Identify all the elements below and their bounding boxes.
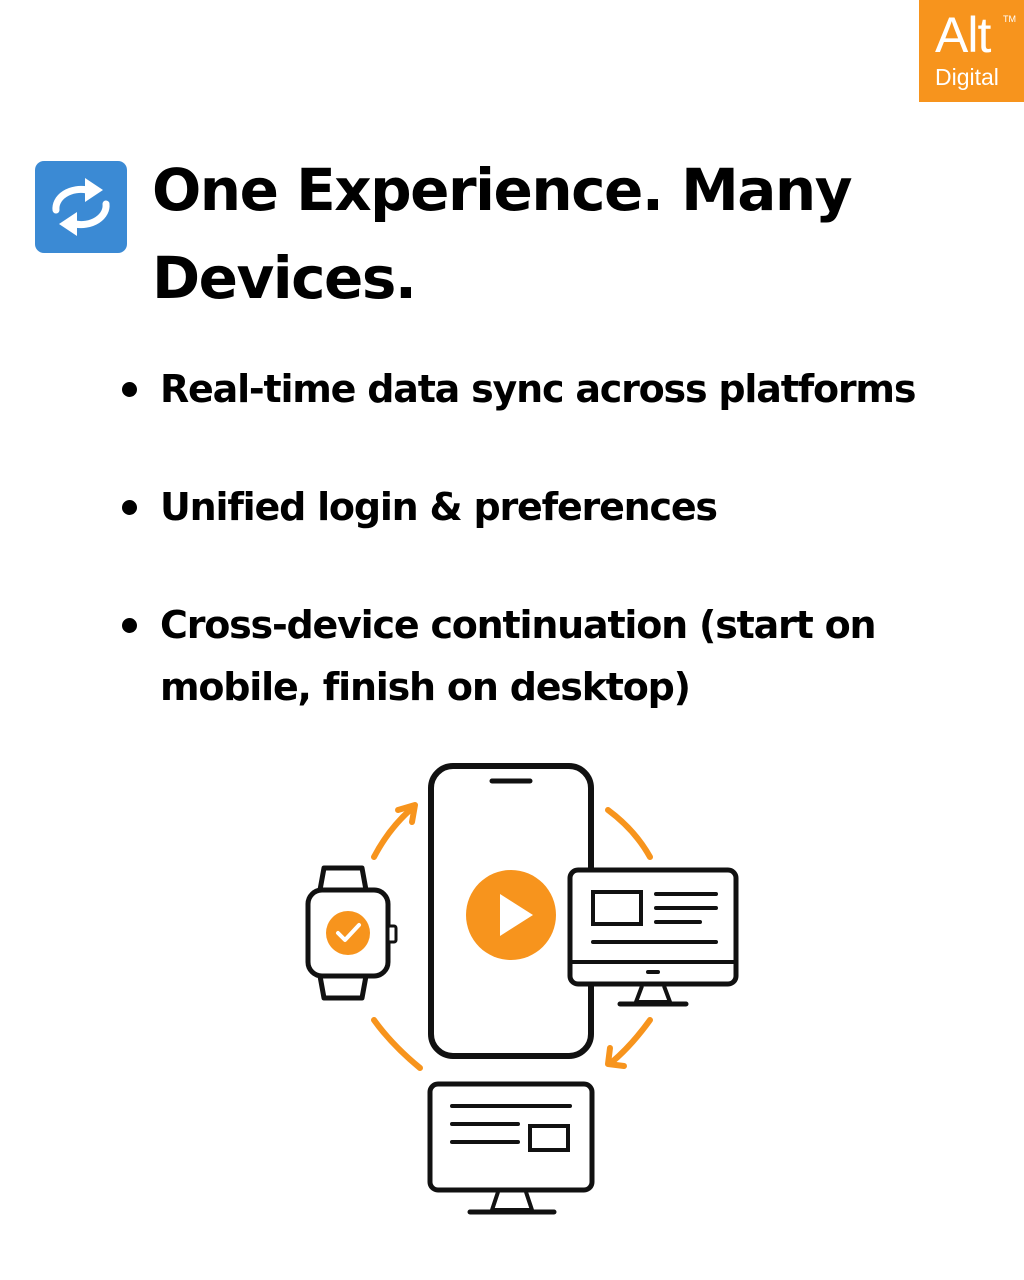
brand-logo: Alt TM Digital <box>919 0 1024 102</box>
list-item: Cross-device continuation (start on mobi… <box>0 594 1024 718</box>
list-item: Real-time data sync across platforms <box>0 358 1024 420</box>
page-title: One Experience. Many Devices. <box>152 156 853 312</box>
bullet-dot <box>122 500 137 515</box>
list-item: Unified login & preferences <box>0 476 1024 538</box>
desktop-monitor-icon <box>427 1081 595 1215</box>
circular-arrows-icon <box>371 807 653 1071</box>
arrow-head <box>395 802 627 1069</box>
brand-trademark: TM <box>1003 14 1016 24</box>
list-item-text: Cross-device continuation (start on mobi… <box>160 603 877 709</box>
brand-name-sub: Digital <box>935 64 999 90</box>
smartwatch-check-icon <box>305 865 398 1001</box>
list-item-text: Unified login & preferences <box>160 485 718 529</box>
bullet-dot <box>122 382 137 397</box>
desktop-monitor-icon <box>567 867 739 1007</box>
feature-list: Real-time data sync across platforms Uni… <box>0 358 1024 774</box>
devices-illustration <box>305 763 739 1215</box>
smartphone-play-icon <box>428 763 594 1059</box>
sync-arrows-icon <box>35 161 127 253</box>
brand-name-main: Alt <box>935 7 991 63</box>
bullet-dot <box>122 618 137 633</box>
list-item-text: Real-time data sync across platforms <box>160 367 916 411</box>
